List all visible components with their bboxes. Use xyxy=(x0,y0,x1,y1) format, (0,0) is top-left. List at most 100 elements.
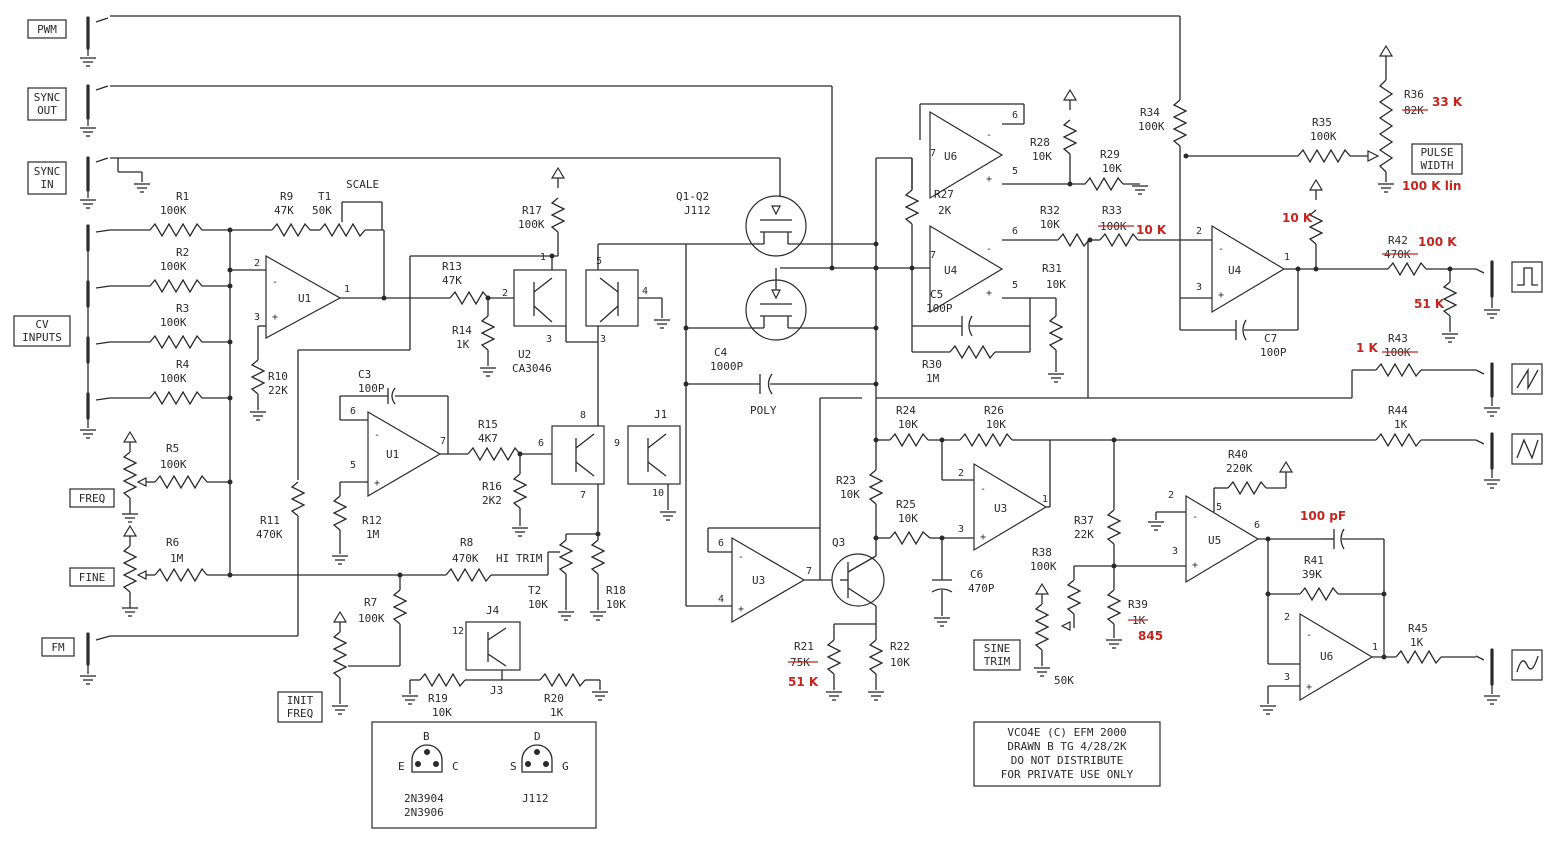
svg-text:50K: 50K xyxy=(312,204,332,217)
opamp-u6-a: U6 765 -+ xyxy=(919,103,1070,200)
svg-text:100K: 100K xyxy=(160,260,187,273)
mod-r51: 51 K xyxy=(1414,297,1445,311)
svg-text:1: 1 xyxy=(540,252,546,263)
svg-text:1K: 1K xyxy=(456,338,470,351)
svg-text:R16: R16 xyxy=(482,480,502,493)
mod-r36: 33 K xyxy=(1432,95,1463,109)
fine-pot: FINE xyxy=(69,525,147,617)
svg-text:B: B xyxy=(423,730,430,743)
opamp-u3-a: U3 647 -+ xyxy=(707,527,840,624)
resistor-r51k: 51 K xyxy=(1414,269,1459,343)
svg-text:9: 9 xyxy=(614,438,620,449)
svg-text:C3: C3 xyxy=(358,368,371,381)
svg-text:T1: T1 xyxy=(318,190,331,203)
svg-text:R32: R32 xyxy=(1040,204,1060,217)
svg-text:22K: 22K xyxy=(1074,528,1094,541)
svg-text:U3: U3 xyxy=(994,502,1007,515)
capacitor-new: 100 pF xyxy=(1300,509,1384,550)
svg-text:7: 7 xyxy=(930,148,936,159)
svg-text:R39: R39 xyxy=(1128,598,1148,611)
svg-text:J1: J1 xyxy=(654,408,667,421)
sync-in-label-1: SYNC xyxy=(34,165,61,178)
opamp-u1-a: U1 231 -+ xyxy=(230,254,450,360)
jack-fm: FM xyxy=(41,570,299,685)
fm-label: FM xyxy=(51,641,65,654)
svg-text:6: 6 xyxy=(538,438,544,449)
svg-text:1K: 1K xyxy=(1394,418,1408,431)
svg-text:1: 1 xyxy=(1042,494,1048,505)
svg-text:100K: 100K xyxy=(1030,560,1057,573)
svg-text:100K: 100K xyxy=(518,218,545,231)
svg-text:3: 3 xyxy=(254,312,260,323)
svg-text:1000P: 1000P xyxy=(710,360,743,373)
svg-text:100P: 100P xyxy=(1260,346,1287,359)
svg-text:DO NOT DISTRIBUTE: DO NOT DISTRIBUTE xyxy=(1011,754,1124,767)
svg-text:1K: 1K xyxy=(1410,636,1424,649)
mod-r21: 51 K xyxy=(788,675,819,689)
svg-text:2: 2 xyxy=(1196,226,1202,237)
svg-text:-: - xyxy=(1306,630,1312,641)
sine-trim-label-1: SINE xyxy=(984,642,1011,655)
svg-text:+: + xyxy=(272,312,278,323)
sync-out-label-1: SYNC xyxy=(34,91,61,104)
svg-text:10K: 10K xyxy=(986,418,1006,431)
svg-text:CA3046: CA3046 xyxy=(512,362,552,375)
svg-text:3: 3 xyxy=(546,334,552,345)
svg-text:U4: U4 xyxy=(1228,264,1242,277)
svg-text:1M: 1M xyxy=(170,552,184,565)
svg-text:C7: C7 xyxy=(1264,332,1277,345)
svg-text:U6: U6 xyxy=(944,150,957,163)
svg-text:2N3906: 2N3906 xyxy=(404,806,444,819)
pwm-label: PWM xyxy=(37,23,57,36)
sync-in-label-2: IN xyxy=(40,178,53,191)
mod-cap: 100 pF xyxy=(1300,509,1346,523)
svg-text:39K: 39K xyxy=(1302,568,1322,581)
svg-text:R33: R33 xyxy=(1102,204,1122,217)
svg-text:5: 5 xyxy=(1216,502,1222,513)
svg-text:-: - xyxy=(374,430,380,441)
sine-trim-label-2: TRIM xyxy=(984,655,1011,668)
svg-text:VCO4E (C) EFM 2000: VCO4E (C) EFM 2000 xyxy=(1007,726,1126,739)
svg-text:10K: 10K xyxy=(1046,278,1066,291)
svg-text:4K7: 4K7 xyxy=(478,432,498,445)
svg-text:470P: 470P xyxy=(968,582,995,595)
svg-text:10K: 10K xyxy=(528,598,548,611)
svg-text:2: 2 xyxy=(1284,612,1290,623)
svg-text:J112: J112 xyxy=(684,204,711,217)
svg-text:U5: U5 xyxy=(1208,534,1221,547)
svg-text:100K: 100K xyxy=(160,316,187,329)
svg-text:100K: 100K xyxy=(358,612,385,625)
svg-text:1K: 1K xyxy=(550,706,564,719)
svg-text:6: 6 xyxy=(1254,520,1260,531)
svg-text:R1: R1 xyxy=(176,190,189,203)
svg-text:R27: R27 xyxy=(934,188,954,201)
svg-text:100K: 100K xyxy=(160,458,187,471)
svg-text:R9: R9 xyxy=(280,190,293,203)
svg-text:+: + xyxy=(738,604,744,615)
svg-text:1M: 1M xyxy=(926,372,940,385)
svg-text:R35: R35 xyxy=(1312,116,1332,129)
svg-text:R24: R24 xyxy=(896,404,916,417)
svg-text:U1: U1 xyxy=(386,448,399,461)
svg-text:R17: R17 xyxy=(522,204,542,217)
sine-trim-pot: SINE TRIM 50K xyxy=(973,583,1074,687)
svg-text:100K: 100K xyxy=(1138,120,1165,133)
svg-text:R29: R29 xyxy=(1100,148,1120,161)
svg-text:R31: R31 xyxy=(1042,262,1062,275)
svg-text:R3: R3 xyxy=(176,302,189,315)
sync-out-label-2: OUT xyxy=(37,104,57,117)
